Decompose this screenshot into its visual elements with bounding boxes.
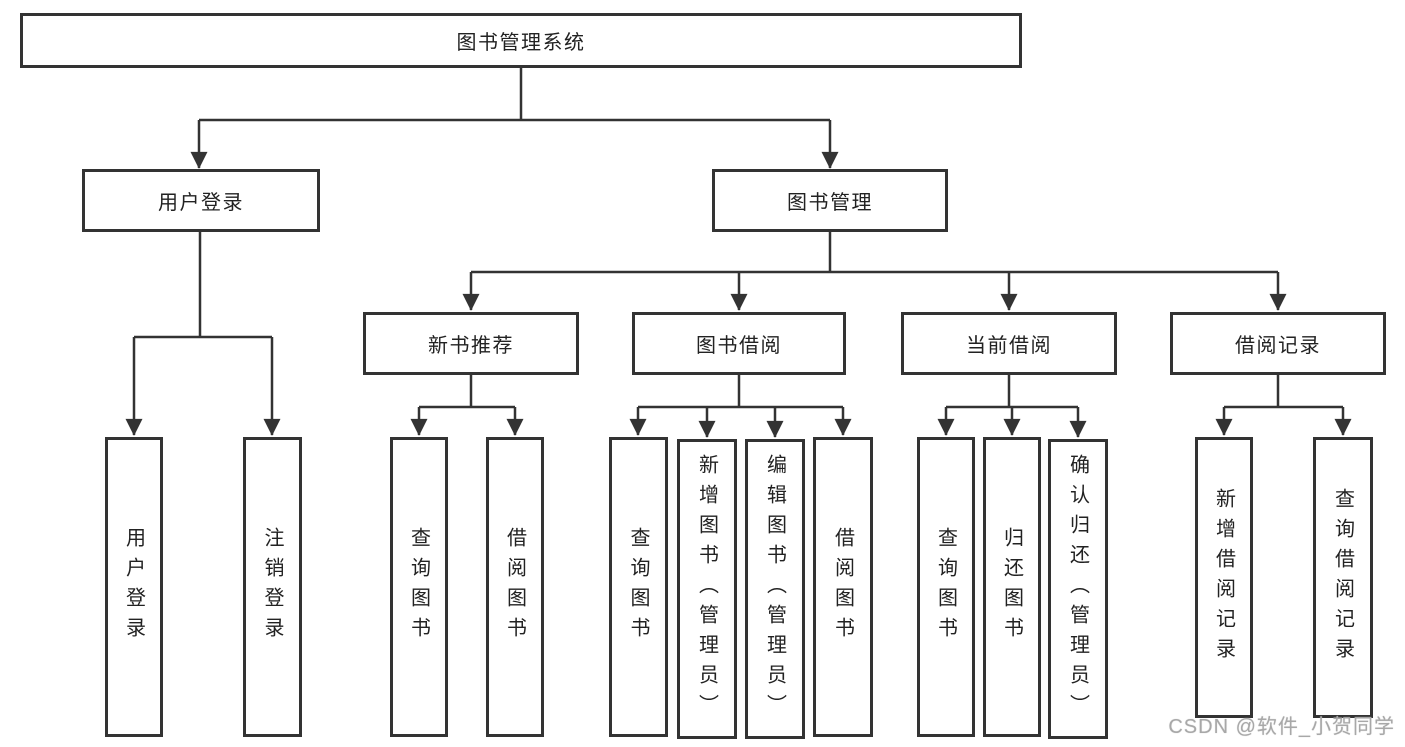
branch-user-login [125,230,281,436]
leaf-query-books-borrow: 查询图书 [609,437,668,737]
leaf-return-books: 归还图书 [983,437,1041,737]
leaf-query-books-recommend: 查询图书 [390,437,448,737]
leaf-borrow-books: 借阅图书 [813,437,873,737]
node-book-borrow: 图书借阅 [632,312,846,375]
branch-book-borrow [629,373,852,438]
node-user-login: 用户登录 [82,169,320,232]
node-library-management-system: 图书管理系统 [20,13,1022,68]
branch-new-book-recommend [410,373,524,436]
node-current-borrow: 当前借阅 [901,312,1117,375]
leaf-logout: 注销登录 [243,437,302,737]
csdn-watermark: CSDN @软件_小贺同学 [1168,716,1395,738]
branch-borrow-record [1215,373,1352,436]
node-new-book-recommend: 新书推荐 [363,312,579,375]
leaf-borrow-books-recommend: 借阅图书 [486,437,544,737]
branch-root [190,66,839,169]
node-book-management: 图书管理 [712,169,948,232]
leaf-query-books-current: 查询图书 [917,437,975,737]
branch-current-borrow [937,373,1087,438]
leaf-edit-books-admin: 编辑图书（管理员） [745,439,805,739]
leaf-confirm-return-admin: 确认归还（管理员） [1048,439,1108,739]
leaf-add-borrow-record: 新增借阅记录 [1195,437,1253,718]
leaf-user-login: 用户登录 [105,437,163,737]
branch-book-management [462,230,1287,311]
leaf-query-borrow-record: 查询借阅记录 [1313,437,1373,718]
leaf-add-books-admin: 新增图书（管理员） [677,439,737,739]
node-borrow-record: 借阅记录 [1170,312,1386,375]
